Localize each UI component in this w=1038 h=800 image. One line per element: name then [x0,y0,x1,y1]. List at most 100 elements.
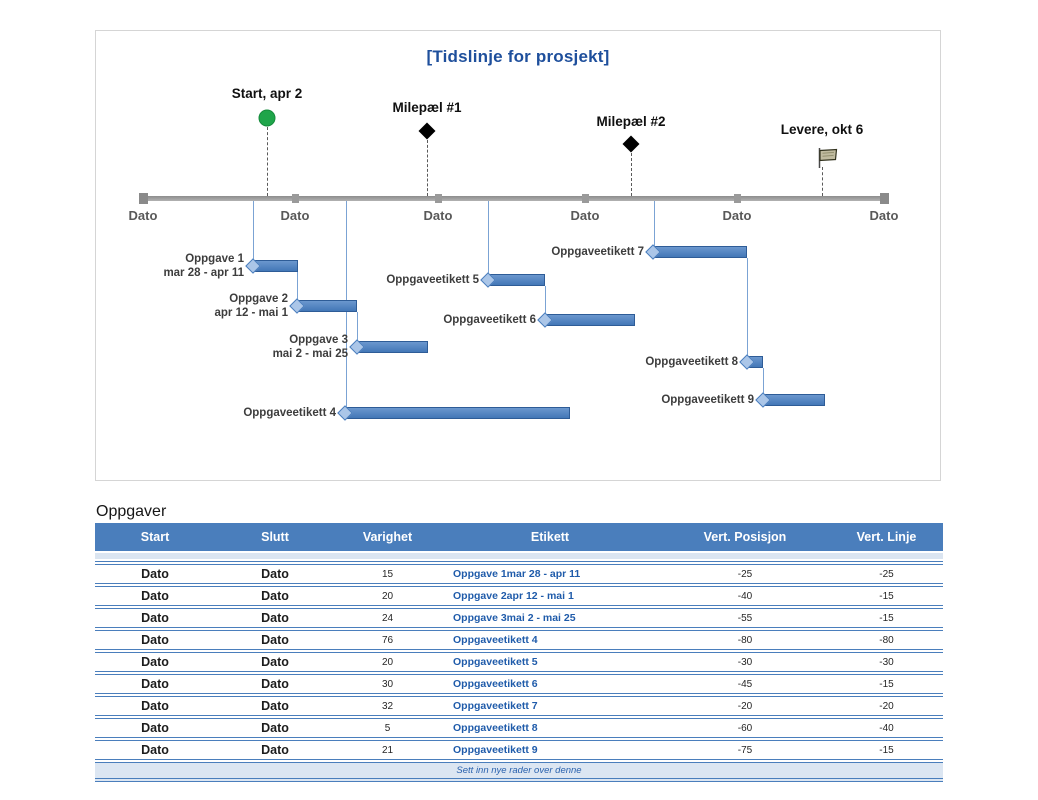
cell-vert-posisjon[interactable]: -80 [737,634,753,646]
cell-vert-posisjon[interactable]: -40 [737,590,753,602]
milestone-leader-line [631,153,632,196]
insert-rows-note: Sett inn nye rader over denne [456,765,582,776]
cell-vert-linje[interactable]: -40 [879,722,894,734]
cell-varighet[interactable]: 32 [381,700,394,712]
task-label: Oppgaveetikett 5 [386,274,479,286]
cell-varighet[interactable]: 5 [384,722,391,734]
column-header-vert-posisjon[interactable]: Vert. Posisjon [703,530,787,544]
cell-vert-posisjon[interactable]: -25 [737,568,753,580]
cell-vert-linje[interactable]: -80 [879,634,894,646]
cell-start[interactable]: Dato [141,743,169,757]
task-label: Oppgaveetikett 4 [243,407,336,419]
cell-vert-linje[interactable]: -15 [879,678,894,690]
cell-vert-linje[interactable]: -15 [879,744,894,756]
cell-etikett[interactable]: Oppgave 1mar 28 - apr 11 [453,568,581,580]
cell-vert-posisjon[interactable]: -55 [737,612,753,624]
column-header-start[interactable]: Start [140,530,170,544]
chart-title: [Tidslinje for prosjekt] [426,47,610,66]
cell-varighet[interactable]: 30 [381,678,394,690]
column-header-etikett[interactable]: Etikett [530,530,570,544]
connector-line [763,368,764,395]
cell-etikett[interactable]: Oppgaveetikett 6 [453,678,538,690]
cell-slutt[interactable]: Dato [261,743,289,757]
cell-vert-posisjon[interactable]: -75 [737,744,753,756]
table-row: Dato Dato 30 Oppgaveetikett 6 -45 -15 [95,675,943,697]
task-bar[interactable] [545,314,635,326]
column-header-varighet[interactable]: Varighet [362,530,413,544]
cell-vert-linje[interactable]: -30 [879,656,894,668]
axis-date-label: Dato [570,208,600,223]
cell-start[interactable]: Dato [141,721,169,735]
milestone-leader-line [267,127,268,196]
cell-etikett[interactable]: Oppgaveetikett 5 [453,656,538,668]
insert-rows-note-row[interactable]: Sett inn nye rader over denne [95,763,943,782]
task-bar[interactable] [653,246,747,258]
task-bar[interactable] [357,341,428,353]
start-marker-icon[interactable] [258,109,276,127]
cell-varighet[interactable]: 20 [381,590,394,602]
cell-start[interactable]: Dato [141,699,169,713]
milestone-label: Milepæl #2 [596,114,666,129]
axis-date-label: Dato [722,208,752,223]
milestone-label: Levere, okt 6 [780,122,864,137]
cell-start[interactable]: Dato [141,567,169,581]
axis-date-label: Dato [128,208,158,223]
cell-start[interactable]: Dato [141,633,169,647]
cell-etikett[interactable]: Oppgaveetikett 8 [453,722,538,734]
task-label: Oppgaveetikett 9 [661,394,754,406]
task-bar[interactable] [488,274,545,286]
milestone-label: Milepæl #1 [392,100,462,115]
cell-slutt[interactable]: Dato [261,655,289,669]
cell-slutt[interactable]: Dato [261,611,289,625]
axis-date-label: Dato [280,208,310,223]
cell-slutt[interactable]: Dato [261,589,289,603]
table-row: Dato Dato 32 Oppgaveetikett 7 -20 -20 [95,697,943,719]
cell-etikett[interactable]: Oppgaveetikett 4 [453,634,538,646]
cell-start[interactable]: Dato [141,589,169,603]
cell-varighet[interactable]: 20 [381,656,394,668]
cell-varighet[interactable]: 76 [381,634,394,646]
table-row: Dato Dato 24 Oppgave 3mai 2 - mai 25 -55 -15 [95,609,943,631]
cell-slutt[interactable]: Dato [261,721,289,735]
cell-varighet[interactable]: 24 [381,612,394,624]
cell-vert-linje[interactable]: -15 [879,590,894,602]
task-bar[interactable] [297,300,357,312]
timeline-endcap [880,193,889,204]
timeline-tick [292,194,299,203]
cell-varighet[interactable]: 21 [381,744,394,756]
cell-slutt[interactable]: Dato [261,699,289,713]
cell-start[interactable]: Dato [141,655,169,669]
cell-slutt[interactable]: Dato [261,567,289,581]
milestone-leader-line [822,167,823,196]
cell-etikett[interactable]: Oppgaveetikett 9 [453,744,538,756]
column-header-slutt[interactable]: Slutt [261,530,289,544]
table-header-stripe [95,551,943,561]
cell-slutt[interactable]: Dato [261,677,289,691]
axis-date-label: Dato [423,208,453,223]
table-row: Dato Dato 76 Oppgaveetikett 4 -80 -80 [95,631,943,653]
milestone-label: Start, apr 2 [231,86,303,101]
task-bar[interactable] [763,394,825,406]
cell-vert-linje[interactable]: -25 [879,568,894,580]
cell-etikett[interactable]: Oppgaveetikett 7 [453,700,538,712]
cell-etikett[interactable]: Oppgave 3mai 2 - mai 25 [453,612,576,624]
timeline-tick [734,194,741,203]
cell-vert-posisjon[interactable]: -20 [737,700,753,712]
column-header-vert-linje[interactable]: Vert. Linje [856,530,917,544]
cell-start[interactable]: Dato [141,677,169,691]
cell-vert-posisjon[interactable]: -45 [737,678,753,690]
cell-varighet[interactable]: 15 [381,568,394,580]
task-bar[interactable] [345,407,570,419]
connector-line [747,258,748,357]
cell-start[interactable]: Dato [141,611,169,625]
cell-slutt[interactable]: Dato [261,633,289,647]
cell-vert-posisjon[interactable]: -60 [737,722,753,734]
timeline-endcap [139,193,148,204]
cell-vert-posisjon[interactable]: -30 [737,656,753,668]
cell-etikett[interactable]: Oppgave 2apr 12 - mai 1 [453,590,574,602]
cell-vert-linje[interactable]: -15 [879,612,894,624]
cell-vert-linje[interactable]: -20 [879,700,894,712]
deliver-flag-icon[interactable] [816,147,840,169]
